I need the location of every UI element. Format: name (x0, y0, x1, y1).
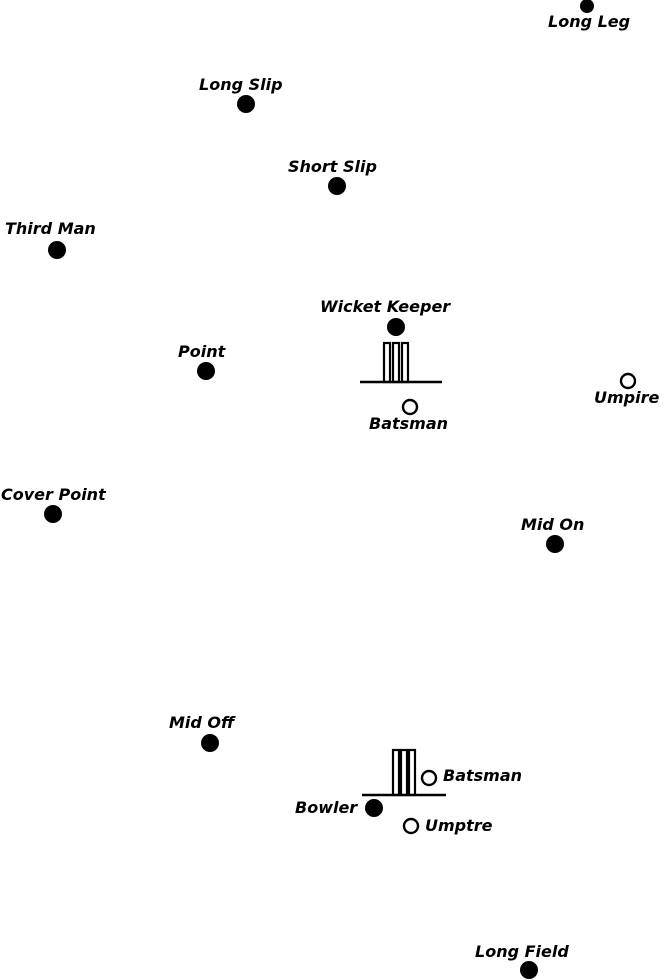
bowler-position: Bowler (295, 798, 383, 817)
stump (391, 748, 401, 797)
stump (399, 748, 409, 797)
point-position: Point (178, 342, 227, 380)
stump (382, 341, 392, 384)
long-field-label: Long Field (475, 942, 569, 961)
mid-off-fielder-marker (201, 734, 219, 752)
bowling-end-wicket (362, 748, 446, 797)
bowlers-end-umpire-position: Umptre (402, 816, 493, 835)
cover-point-fielder-marker (44, 505, 62, 523)
wicket-keeper-position: Wicket Keeper (320, 297, 451, 336)
third-man-fielder-marker (48, 241, 66, 259)
batsman-label: Batsman (369, 414, 448, 433)
mid-on-fielder-marker (546, 535, 564, 553)
stump (400, 341, 410, 384)
point-label: Point (178, 342, 227, 361)
umpire-label: Umpire (594, 388, 659, 407)
square-leg-umpire-position: Umpire (594, 372, 659, 407)
bowler-fielder-marker (365, 799, 383, 817)
umpire-marker (619, 372, 637, 390)
long-leg-fielder-marker (580, 0, 594, 13)
third-man-label: Third Man (5, 219, 96, 238)
wicket-keeper-fielder-marker (387, 318, 405, 336)
batsman-marker (401, 398, 419, 416)
mid-on-label: Mid On (521, 515, 584, 534)
long-field-fielder-marker (520, 961, 538, 979)
long-leg-label: Long Leg (548, 12, 630, 31)
batsman-label: Batsman (443, 766, 522, 785)
short-slip-position: Short Slip (288, 157, 377, 195)
striker-batsman-position: Batsman (369, 398, 448, 433)
batsman-marker (420, 769, 438, 787)
long-slip-label: Long Slip (199, 75, 283, 94)
non-striker-batsman-position: Batsman (420, 766, 522, 787)
long-slip-fielder-marker (237, 95, 255, 113)
umpire-label: Umptre (425, 816, 493, 835)
stump (407, 748, 417, 797)
point-fielder-marker (197, 362, 215, 380)
third-man-position: Third Man (5, 219, 96, 259)
long-field-position: Long Field (475, 942, 569, 979)
bowler-label: Bowler (295, 798, 358, 817)
cover-point-label: Cover Point (1, 485, 107, 504)
cover-point-position: Cover Point (1, 485, 107, 523)
long-slip-position: Long Slip (199, 75, 283, 113)
short-slip-fielder-marker (328, 177, 346, 195)
batting-end-wicket (360, 341, 442, 384)
mid-off-position: Mid Off (169, 713, 236, 752)
long-leg-position: Long Leg (548, 0, 630, 31)
short-slip-label: Short Slip (288, 157, 377, 176)
stump (391, 341, 401, 384)
umpire-marker (402, 817, 420, 835)
wicket-keeper-label: Wicket Keeper (320, 297, 451, 316)
mid-off-label: Mid Off (169, 713, 236, 732)
mid-on-position: Mid On (521, 515, 584, 553)
